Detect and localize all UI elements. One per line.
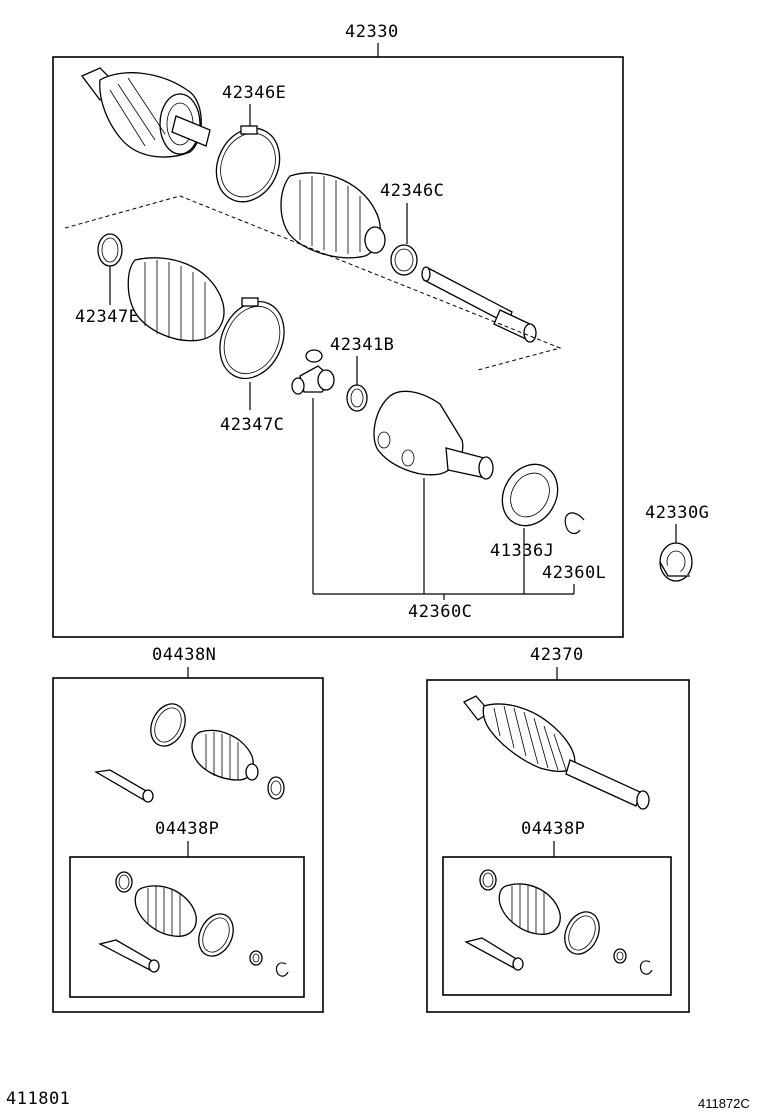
label-04438N[interactable]: 04438N	[152, 645, 216, 665]
kit-04438P-right-snap-ring[interactable]	[613, 948, 627, 964]
label-42330[interactable]: 42330	[345, 22, 399, 42]
kit-04438P-right-boot[interactable]	[498, 883, 561, 935]
boot-band-42347E[interactable]	[97, 233, 123, 267]
tripod-joint[interactable]	[291, 349, 335, 395]
boot-band-42346C[interactable]	[390, 244, 418, 276]
assembly-box-42330	[52, 56, 624, 638]
kit-04438P-left-clip[interactable]	[275, 962, 289, 977]
kit-04438P-right-band-large[interactable]	[558, 906, 606, 959]
kit-box-04438P-right	[442, 856, 672, 996]
drive-shaft-bar[interactable]	[421, 266, 537, 343]
page-ref-right: 411872C	[698, 1096, 750, 1111]
hole-snap-ring-42360L[interactable]	[564, 512, 585, 535]
inner-boot[interactable]	[127, 257, 225, 342]
snap-ring-42341B[interactable]	[346, 384, 368, 412]
label-42346E[interactable]: 42346E	[222, 83, 286, 103]
boot-band-42347C[interactable]	[208, 291, 296, 389]
kit-04438P-left-snap-ring[interactable]	[249, 950, 263, 966]
kit-04438P-left-grease-tube[interactable]	[98, 939, 160, 973]
outer-cv-joint[interactable]	[80, 67, 211, 158]
dust-seal-41336J[interactable]	[491, 454, 568, 535]
label-42346C[interactable]: 42346C	[380, 181, 444, 201]
label-42341B[interactable]: 42341B	[330, 335, 394, 355]
kit-04438P-left-band-large[interactable]	[192, 908, 240, 961]
kit-04438N-band-large[interactable]	[144, 698, 192, 751]
kit-box-04438N	[52, 677, 324, 1013]
label-04438P-left[interactable]: 04438P	[155, 819, 219, 839]
kit-04438P-left-boot[interactable]	[134, 885, 197, 937]
boot-band-42346E[interactable]	[205, 118, 291, 212]
label-42360L[interactable]: 42360L	[542, 563, 606, 583]
kit-04438P-left-band-small[interactable]	[115, 871, 133, 893]
kit-04438P-right-band-small[interactable]	[479, 869, 497, 891]
kit-box-04438P-left	[69, 856, 305, 998]
outer-boot[interactable]	[280, 172, 386, 259]
kit-04438N-band-small[interactable]	[267, 776, 285, 800]
bearing-42330G[interactable]	[659, 542, 693, 582]
page-ref-left: 411801	[6, 1089, 70, 1109]
label-42370[interactable]: 42370	[530, 645, 584, 665]
label-42360C[interactable]: 42360C	[408, 602, 472, 622]
label-42330G[interactable]: 42330G	[645, 503, 709, 523]
label-41336J[interactable]: 41336J	[490, 541, 554, 561]
inner-joint-housing[interactable]	[373, 390, 494, 480]
label-04438P-right[interactable]: 04438P	[521, 819, 585, 839]
kit-04438N-boot[interactable]	[191, 729, 259, 781]
shaft-assembly-42370[interactable]	[463, 695, 650, 810]
kit-box-42370	[426, 679, 690, 1013]
bracket-42360C	[312, 398, 575, 600]
label-42347E[interactable]: 42347E	[75, 307, 139, 327]
kit-04438N-grease-tube[interactable]	[94, 769, 154, 803]
kit-04438P-right-clip[interactable]	[639, 960, 653, 975]
dashed-boot-kit-region	[64, 195, 562, 371]
kit-04438P-right-grease-tube[interactable]	[464, 937, 524, 971]
label-42347C[interactable]: 42347C	[220, 415, 284, 435]
